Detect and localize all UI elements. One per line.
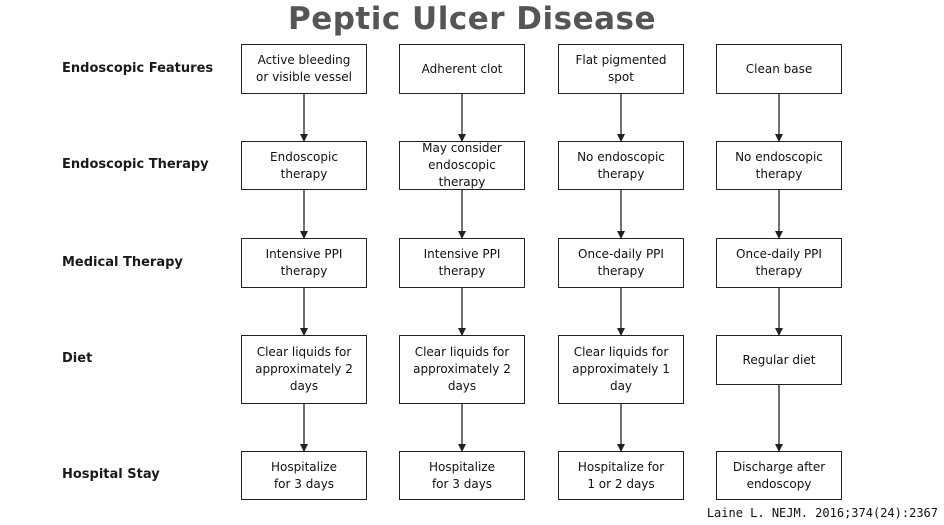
- col2-endo-therapy-box: May consider endoscopic therapy: [399, 141, 525, 190]
- row-label-hospital-stay: Hospital Stay: [62, 467, 160, 482]
- col1-medical-therapy-box: Intensive PPI therapy: [241, 238, 367, 288]
- col1-diet-box: Clear liquids for approximately 2 days: [241, 335, 367, 404]
- col3-endo-therapy-box: No endoscopic therapy: [558, 141, 684, 190]
- col4-medical-therapy-box: Once-daily PPI therapy: [716, 238, 842, 288]
- col3-diet-box: Clear liquids for approximately 1 day: [558, 335, 684, 404]
- col1-features-box: Active bleeding or visible vessel: [241, 44, 367, 94]
- col4-hospital-stay-box: Discharge after endoscopy: [716, 451, 842, 500]
- col4-endo-therapy-box: No endoscopic therapy: [716, 141, 842, 190]
- col3-features-box: Flat pigmented spot: [558, 44, 684, 94]
- col3-medical-therapy-box: Once-daily PPI therapy: [558, 238, 684, 288]
- row-label-medical-therapy: Medical Therapy: [62, 255, 183, 270]
- col4-features-box: Clean base: [716, 44, 842, 94]
- row-label-endoscopic-therapy: Endoscopic Therapy: [62, 157, 209, 172]
- col2-hospital-stay-box: Hospitalize for 3 days: [399, 451, 525, 500]
- col4-diet-box: Regular diet: [716, 335, 842, 385]
- col3-hospital-stay-box: Hospitalize for 1 or 2 days: [558, 451, 684, 500]
- col1-endo-therapy-box: Endoscopic therapy: [241, 141, 367, 190]
- row-label-endoscopic-features: Endoscopic Features: [62, 61, 214, 76]
- col2-medical-therapy-box: Intensive PPI therapy: [399, 238, 525, 288]
- col1-hospital-stay-box: Hospitalize for 3 days: [241, 451, 367, 500]
- row-label-diet: Diet: [62, 351, 93, 366]
- col2-diet-box: Clear liquids for approximately 2 days: [399, 335, 525, 404]
- page-title: Peptic Ulcer Disease: [287, 1, 657, 37]
- citation: Laine L. NEJM. 2016;374(24):2367: [706, 506, 938, 520]
- col2-features-box: Adherent clot: [399, 44, 525, 94]
